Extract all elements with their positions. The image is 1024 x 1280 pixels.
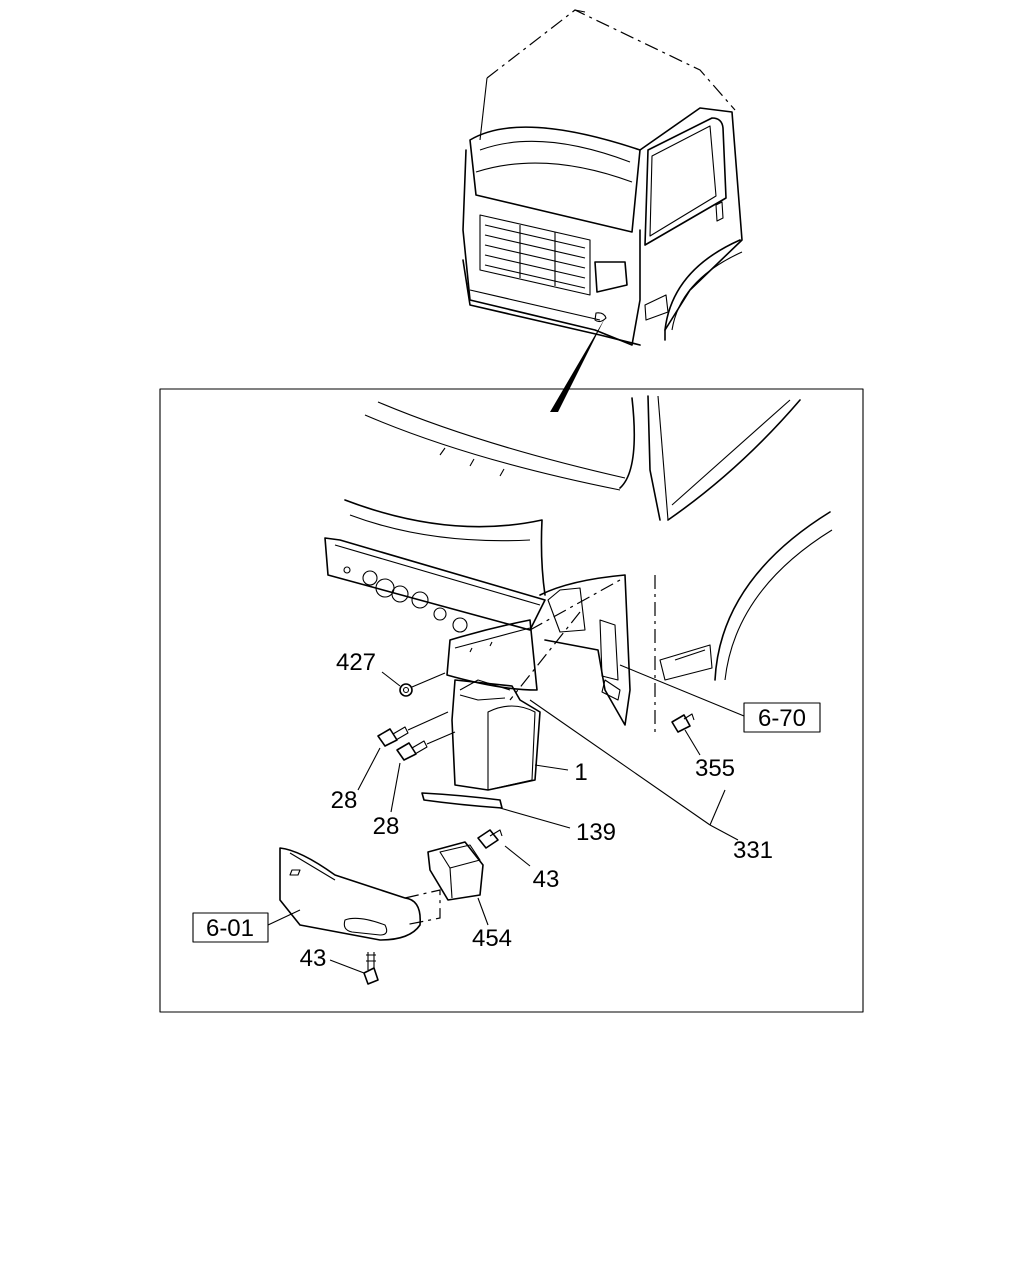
callout-139: 139	[576, 819, 616, 846]
turn-signal-lens	[446, 619, 538, 691]
callout-331: 331	[733, 837, 773, 864]
bolt-355	[671, 713, 695, 733]
bolt-28-upper	[377, 711, 449, 747]
callout-28-lower: 28	[373, 813, 400, 840]
fastener-427	[399, 672, 446, 697]
ref-label-6-01: 6-01	[206, 915, 254, 942]
ref-label-6-70: 6-70	[758, 705, 806, 732]
gasket	[421, 792, 503, 809]
detail-frame	[159, 388, 864, 1013]
callout-43-lower: 43	[300, 945, 327, 972]
bolt-43-upper	[477, 829, 503, 849]
bumper-section	[279, 847, 441, 941]
callout-43-upper: 43	[533, 866, 560, 893]
detail-drawing	[279, 395, 833, 941]
lamp-housing	[451, 679, 541, 791]
bolt-43-lower	[363, 952, 379, 985]
side-lamp	[427, 841, 484, 901]
ref-box-6-01: 6-01	[192, 912, 269, 943]
callout-28-upper: 28	[331, 787, 358, 814]
grille-outline	[479, 214, 591, 296]
ref-box-6-70: 6-70	[743, 702, 821, 733]
bolt-28-lower	[396, 731, 456, 761]
zoom-leader-arrow	[550, 318, 605, 412]
callout-1: 1	[574, 759, 587, 786]
front-panel	[324, 537, 546, 633]
leader-lines	[267, 664, 745, 974]
callout-454: 454	[472, 925, 512, 952]
mounting-bracket	[539, 574, 631, 726]
callout-355: 355	[695, 755, 735, 782]
callout-427: 427	[336, 649, 376, 676]
truck-cab-overview	[462, 9, 743, 412]
